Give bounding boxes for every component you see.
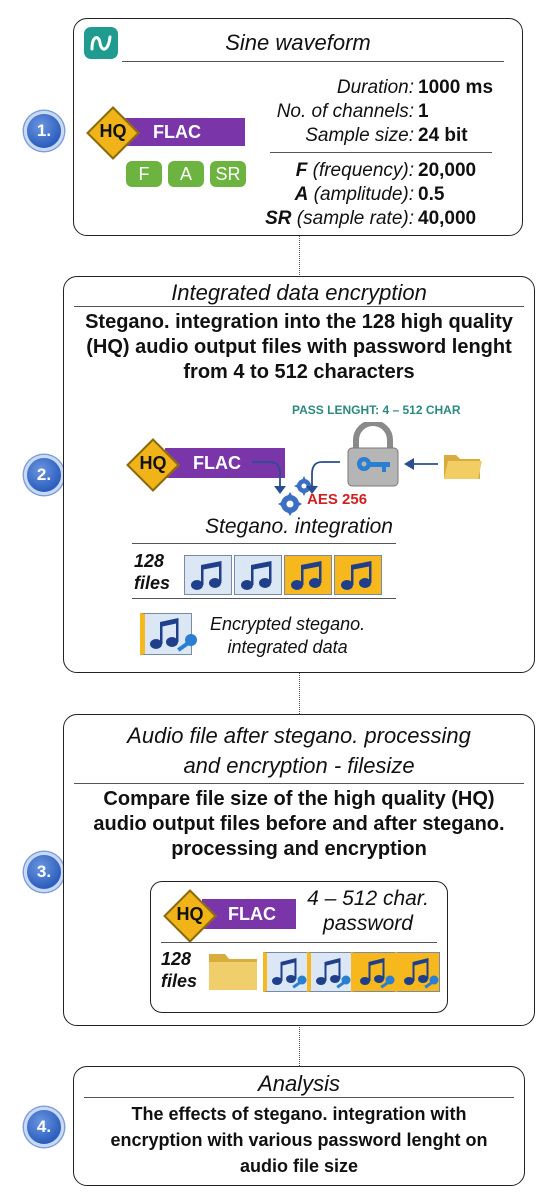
analysis-box: Analysis The effects of stegano. integra… (73, 1066, 525, 1186)
flow-arrow-left-icon (252, 461, 286, 494)
flac-label: FLAC (125, 118, 245, 146)
integration-rule-bottom (132, 598, 396, 599)
music-key-icon (316, 958, 351, 989)
connector-2-3 (299, 671, 300, 714)
spec-frequency: F (frequency):20,000 (295, 160, 477, 181)
step-1-badge: 1. (24, 111, 64, 151)
audio-file-tile (284, 555, 332, 595)
spec-duration: Duration:1000 ms (336, 77, 494, 98)
app-logo-icon (84, 27, 118, 59)
integration-title: Stegano. integration (205, 515, 393, 538)
box4-description: The effects of stegano. integration with… (110, 1104, 488, 1176)
music-key-icon (404, 958, 439, 989)
encrypted-audio-icon (140, 613, 197, 655)
folder-icon (444, 455, 482, 479)
connector-3-4 (299, 1024, 300, 1066)
audio-file-tile (334, 555, 382, 595)
aes-label: AES 256 (307, 491, 368, 508)
step-4-badge: 4. (24, 1107, 64, 1147)
pass-length-label: PASS LENGHT: 4 – 512 CHAR (292, 403, 461, 417)
folder-icon-2 (209, 954, 257, 990)
param-pill-sr: SR (210, 161, 246, 187)
arrow-to-lock-icon (404, 458, 438, 470)
music-key-icon (150, 618, 197, 652)
hq-label-3: HQ (176, 904, 204, 924)
flac-label-3: FLAC (202, 899, 296, 929)
encrypted-file-tile (307, 952, 352, 992)
box4-title: Analysis (258, 1071, 340, 1096)
step-3-badge: 3. (24, 852, 64, 892)
hq-label-2: HQ (139, 453, 167, 473)
encrypted-file-tile (263, 952, 308, 992)
encrypted-data-label: Encrypted stegano.integrated data (210, 614, 366, 657)
integration-rule-top (132, 543, 396, 544)
music-key-icon (360, 958, 395, 989)
spec-sample-rate: SR (sample rate):40,000 (265, 208, 477, 229)
music-note-icon (341, 561, 372, 590)
integrated-encryption-box: Integrated data encryption Stegano. inte… (63, 276, 535, 673)
param-pill-a: A (168, 161, 204, 187)
box2-title: Integrated data encryption (171, 280, 427, 305)
flow-arrow-right-icon (306, 461, 340, 494)
spec-sample-size: Sample size:24 bit (305, 125, 468, 146)
spec-amplitude: A (amplitude):0.5 (294, 184, 445, 205)
flac-label-2: FLAC (165, 448, 285, 478)
box1-title-rule (122, 61, 504, 62)
param-pill-f: F (126, 161, 162, 187)
hq-label: HQ (99, 121, 127, 141)
box1-spec-rule (270, 152, 492, 153)
step-2-badge: 2. (24, 455, 64, 495)
panel-rule (161, 942, 437, 943)
box2-title-rule (74, 306, 524, 307)
box4-title-rule (84, 1097, 514, 1098)
spec-channels: No. of channels:1 (276, 101, 429, 122)
box1-title: Sine waveform (225, 30, 371, 55)
gears-icon (278, 476, 314, 516)
music-note-icon (191, 561, 222, 590)
encrypted-file-tile (395, 952, 440, 992)
box3-title-rule (74, 783, 524, 784)
encrypted-file-tile (351, 952, 396, 992)
padlock-key-icon (347, 422, 399, 487)
music-key-icon (272, 958, 307, 989)
music-note-icon (291, 561, 322, 590)
audio-file-tile (184, 555, 232, 595)
box2-description: Stegano. integration into the 128 high q… (85, 311, 513, 383)
connector-1-2 (299, 235, 300, 277)
box3-description: Compare file size of the high quality (H… (93, 788, 505, 860)
password-range-label: 4 – 512 char.password (307, 887, 429, 935)
audio-file-tile (234, 555, 282, 595)
music-note-icon (241, 561, 272, 590)
sine-waveform-box: Sine waveform FLAC HQ F A SR Duration:10… (73, 18, 523, 236)
